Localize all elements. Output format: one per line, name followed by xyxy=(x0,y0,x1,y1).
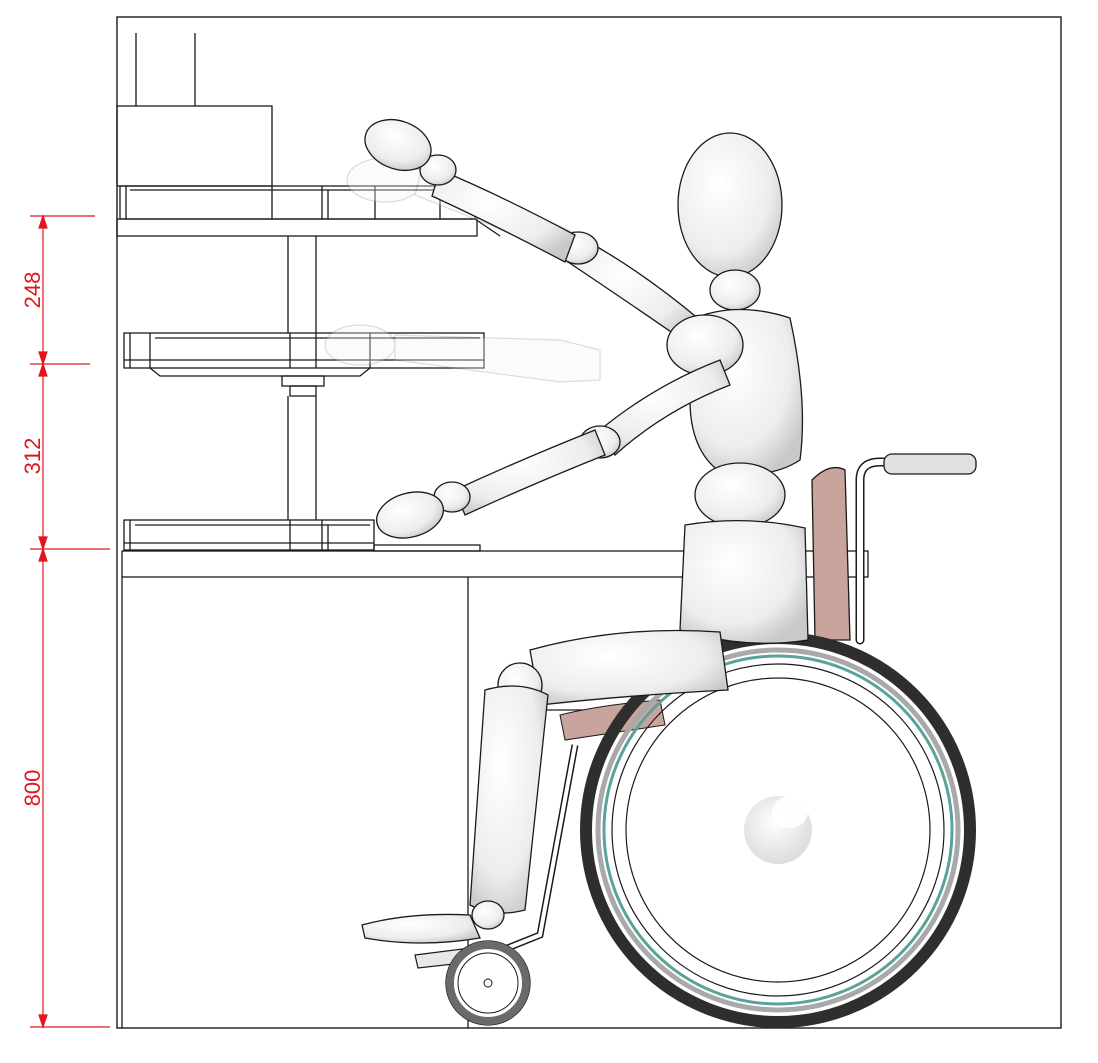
dimension-lines xyxy=(30,214,110,1029)
mannequin-figure xyxy=(361,118,809,944)
wheelchair xyxy=(414,453,977,1028)
dimension-label-248: 248 xyxy=(20,272,45,309)
handle-grip xyxy=(883,453,977,475)
dimension-label-800: 800 xyxy=(20,770,45,807)
seat-back xyxy=(811,466,851,641)
drawing-frame xyxy=(116,16,1062,1029)
foot xyxy=(361,913,481,944)
dimension-label-312: 312 xyxy=(20,438,45,475)
hand-lower xyxy=(376,491,444,539)
head xyxy=(677,132,783,278)
hand-upper xyxy=(364,118,432,172)
push-handle xyxy=(855,457,895,645)
